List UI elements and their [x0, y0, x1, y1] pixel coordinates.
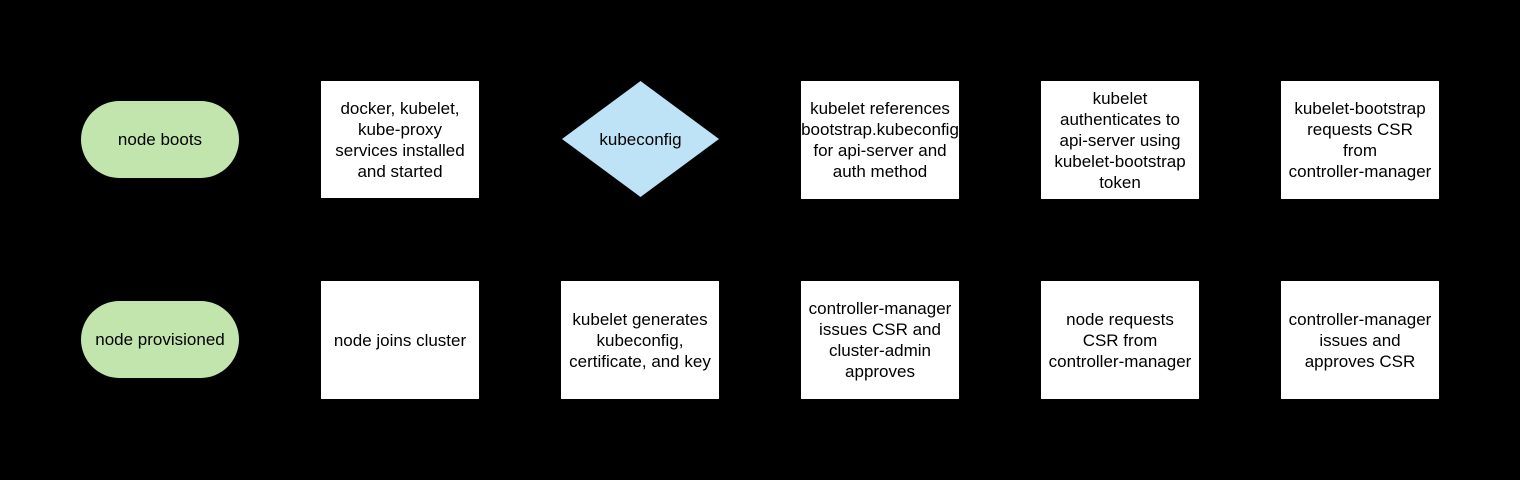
kubelet-generates-kubeconfig-label: kubelet generates kubeconfig, certificat…	[569, 309, 711, 371]
kubeconfig-decision-label: kubeconfig	[599, 129, 682, 149]
references-bootstrap-kubeconfig-label: kubelet references bootstrap.kubeconfig …	[801, 99, 959, 181]
kubelet-generates-kubeconfig-process: kubelet generates kubeconfig, certificat…	[561, 281, 719, 399]
node-provisioned-terminator: node provisioned	[81, 301, 239, 378]
controller-manager-issues-csr-cluster-admin-approves-process: controller-manager issues CSR and cluste…	[801, 281, 959, 399]
kubelet-bootstrap-requests-csr-label: kubelet-bootstrap requests CSR from cont…	[1288, 99, 1432, 181]
node-joins-cluster-process: node joins cluster	[321, 281, 479, 399]
node-provisioned-label: node provisioned	[95, 330, 225, 349]
references-bootstrap-kubeconfig-process: kubelet references bootstrap.kubeconfig …	[801, 81, 959, 199]
node-requests-csr-label: node requests CSR from controller-manage…	[1048, 309, 1192, 371]
kubelet-bootstrap-requests-csr-process: kubelet-bootstrap requests CSR from cont…	[1281, 81, 1439, 199]
services-installed-label: docker, kubelet, kube-proxy services ins…	[335, 98, 465, 181]
kubelet-authenticates-label: kubelet authenticates to api-server usin…	[1054, 88, 1186, 192]
node-joins-cluster-label: node joins cluster	[333, 330, 467, 350]
kubelet-authenticates-process: kubelet authenticates to api-server usin…	[1041, 81, 1199, 199]
services-installed-process: docker, kubelet, kube-proxy services ins…	[321, 81, 479, 198]
node-requests-csr-process: node requests CSR from controller-manage…	[1041, 281, 1199, 399]
node-boots-terminator: node boots	[81, 101, 239, 178]
controller-manager-issues-approves-csr-label: controller-manager issues and approves C…	[1288, 309, 1432, 371]
node-boots-label: node boots	[117, 130, 203, 149]
kubeconfig-decision-diamond: kubeconfig	[562, 81, 719, 197]
controller-manager-issues-csr-cluster-admin-approves-label: controller-manager issues CSR and cluste…	[808, 299, 952, 381]
controller-manager-issues-approves-csr-process: controller-manager issues and approves C…	[1281, 281, 1439, 399]
